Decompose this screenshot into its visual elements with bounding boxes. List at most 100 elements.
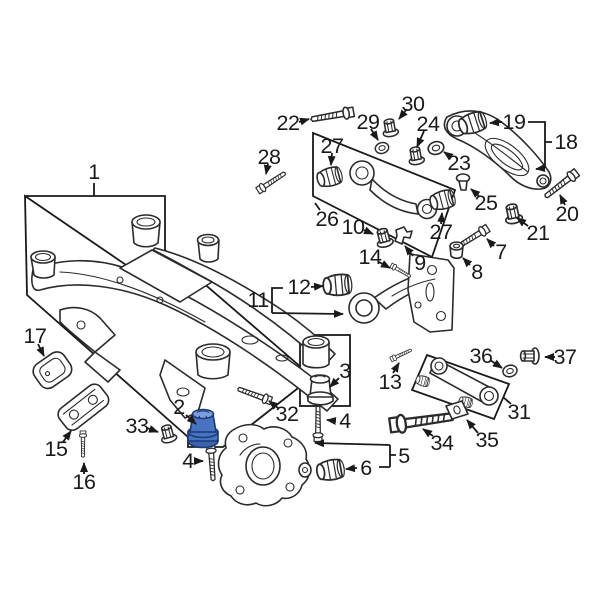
callout-3: 3 <box>339 359 351 383</box>
part-33-nut <box>157 422 179 445</box>
part-37-nut <box>519 347 540 365</box>
part-36-washer <box>500 362 520 380</box>
callout-5: 5 <box>398 444 410 468</box>
leader-17 <box>36 343 45 357</box>
callout-28: 28 <box>258 145 281 169</box>
leader-31 <box>502 396 512 405</box>
leader-3 <box>329 377 340 388</box>
part-23-washer <box>425 139 447 157</box>
part-2-bushing-highlighted <box>187 408 219 449</box>
leader-10 <box>363 226 374 235</box>
leader-6 <box>345 464 358 473</box>
part-5-knuckle <box>217 423 312 507</box>
part-1-subframe <box>30 214 339 419</box>
callout-11: 11 <box>247 288 268 312</box>
part-25-clip <box>455 173 471 191</box>
part-29-washer <box>373 140 391 156</box>
callout-1: 1 <box>88 160 99 184</box>
part-12-bushing <box>321 272 354 298</box>
part-4b-bolt <box>312 405 324 443</box>
callout-24: 24 <box>417 112 440 136</box>
callout-12: 12 <box>288 275 311 299</box>
callout-10: 10 <box>342 215 365 239</box>
leader-24 <box>416 130 425 148</box>
callout-14: 14 <box>359 245 382 269</box>
callout-21: 21 <box>527 221 550 245</box>
callout-23: 23 <box>448 151 471 175</box>
part-31-sleeve-left <box>414 373 432 388</box>
leader-7 <box>486 238 497 249</box>
callout-27b: 27 <box>430 220 453 244</box>
callout-16: 16 <box>73 470 96 494</box>
leader-20 <box>559 194 568 206</box>
leader-14 <box>378 260 391 269</box>
callout-18: 18 <box>555 130 578 154</box>
leader-30 <box>398 108 408 120</box>
leader-19 <box>489 118 503 127</box>
callout-37: 37 <box>554 345 577 369</box>
part-31-link <box>414 357 499 409</box>
part-32-bolt <box>235 383 274 407</box>
leader-21 <box>516 217 529 227</box>
callout-13: 13 <box>379 370 402 394</box>
callout-4a: 4 <box>182 449 194 473</box>
part-27b-bushing <box>427 187 458 213</box>
leader-25 <box>470 188 481 198</box>
part-4a-bolt <box>204 443 219 482</box>
part-16-bolt <box>78 430 88 458</box>
callout-30: 30 <box>402 92 425 116</box>
leader-36 <box>489 359 503 369</box>
leader-8 <box>462 257 473 268</box>
callout-29: 29 <box>357 110 380 134</box>
leader-32 <box>268 400 279 410</box>
part-24-nut <box>406 145 426 167</box>
leader-23 <box>443 151 454 161</box>
callout-35: 35 <box>476 428 499 452</box>
leader-15 <box>62 430 72 443</box>
callout-26: 26 <box>316 207 339 231</box>
callout-15: 15 <box>45 437 68 461</box>
part-22-bolt <box>309 105 356 127</box>
leader-bracket-18 <box>528 121 552 172</box>
part-9-clip <box>394 226 413 245</box>
leader-2 <box>185 414 197 425</box>
callout-25: 25 <box>475 191 498 215</box>
callout-19: 19 <box>503 110 526 134</box>
leader-28 <box>263 163 272 175</box>
part-26-upper-arm <box>349 160 438 220</box>
callout-7: 7 <box>495 240 506 264</box>
leader-27b <box>437 212 446 225</box>
callout-33: 33 <box>126 414 149 438</box>
callout-4b: 4 <box>339 409 351 433</box>
part-6-bushing <box>314 457 347 484</box>
callout-36: 36 <box>470 344 493 368</box>
callout-6: 6 <box>360 456 372 480</box>
callout-2: 2 <box>173 395 184 419</box>
part-8-sleeve <box>449 241 464 260</box>
leader-29 <box>369 128 379 141</box>
leader-13 <box>390 362 400 374</box>
leader-34 <box>422 428 434 438</box>
callout-9: 9 <box>414 251 425 275</box>
part-30-nut <box>380 117 400 139</box>
callout-20: 20 <box>556 202 579 226</box>
part-15-bracket <box>57 383 110 432</box>
callout-32: 32 <box>276 402 299 426</box>
leader-35 <box>466 419 479 434</box>
leader-bracket-11 <box>271 287 344 318</box>
callout-34: 34 <box>431 431 454 455</box>
leader-12 <box>310 282 324 291</box>
callout-31: 31 <box>508 400 531 424</box>
part-13-bolt <box>389 346 414 363</box>
callout-22: 22 <box>277 111 300 135</box>
callout-27a: 27 <box>321 134 344 158</box>
part-11-trailing-arm <box>348 253 455 333</box>
leader-26 <box>314 202 321 211</box>
part-28-bolt <box>254 168 289 196</box>
leader-22 <box>298 117 310 126</box>
leader-4b <box>326 417 337 425</box>
part-27a-bushing <box>314 164 345 190</box>
part-17-cover <box>32 351 73 390</box>
